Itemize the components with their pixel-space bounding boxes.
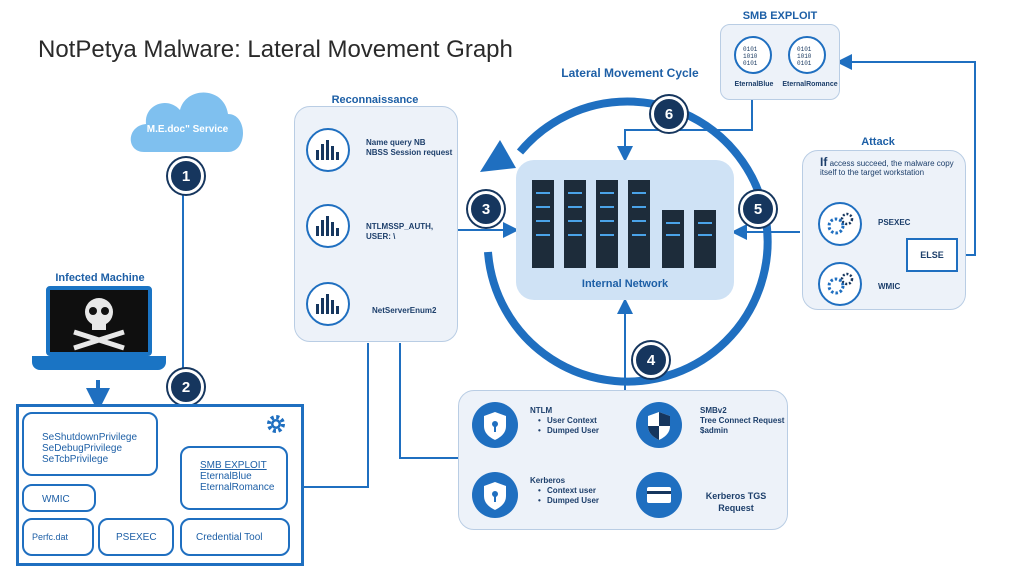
eternalblue-label: EternalBlue <box>734 81 774 88</box>
laptop-base <box>32 356 166 370</box>
recon-item-1: Name query NB NBSS Session request <box>366 138 456 158</box>
privilege-shutdown: SeShutdownPrivilege <box>42 432 138 443</box>
psexec-box-infected: PSEXEC <box>98 518 174 556</box>
attack-if-word: If <box>820 155 828 169</box>
smbv2-shield-icon <box>636 402 682 448</box>
infected-to-recon-line <box>304 343 369 488</box>
step-4-badge: 4 <box>633 342 669 378</box>
ticket-card-icon <box>636 472 682 518</box>
smbv2-line-2: $admin <box>700 426 729 435</box>
kerberos-lock-icon <box>472 472 518 518</box>
cycle-label: Lateral Movement Cycle <box>561 66 699 80</box>
svg-text:1010: 1010 <box>797 53 812 60</box>
ntlm-item-2: Dumped User <box>547 426 600 435</box>
wmic-box: WMIC <box>22 484 96 512</box>
skull-icon <box>73 298 125 351</box>
smb-exploit-title-infected: SMB EXPLOIT <box>200 460 267 471</box>
recon-item-3: NetServerEnum2 <box>372 306 437 315</box>
kerberos-item-2: Dumped User <box>547 496 600 505</box>
recon-signal-icon-3 <box>306 282 350 326</box>
attack-description: access succeed, the malware copy itself … <box>820 159 954 177</box>
eternalromance-label: EternalRomance <box>782 81 838 88</box>
wmic-gears-icon <box>818 262 862 306</box>
server-rack-icon <box>532 180 716 268</box>
recon-item-1-line1: Name query NB <box>366 138 426 147</box>
kerberos-item-1: Context user <box>547 486 596 495</box>
smb-exploit-title: SMB EXPLOIT <box>742 10 818 22</box>
recon-title: Reconnaissance <box>331 94 419 106</box>
svg-text:0101: 0101 <box>797 60 812 66</box>
privilege-debug: SeDebugPrivilege <box>42 443 123 454</box>
recon-signal-icon-2 <box>306 204 350 248</box>
recon-to-credentials-line <box>399 343 458 459</box>
step-5-badge: 5 <box>740 191 776 227</box>
eternalromance-infected: EternalRomance <box>200 482 275 493</box>
recon-item-2: NTLMSSP_AUTH, USER: \ <box>366 222 434 241</box>
internal-network-label: Internal Network <box>581 278 669 290</box>
attack-description-block: If access succeed, the malware copy itse… <box>820 155 960 177</box>
laptop-screen <box>46 286 152 356</box>
ntlm-block: NTLM • User Context • Dumped User <box>530 406 600 435</box>
psexec-gears-icon <box>818 202 862 246</box>
smbv2-title: SMBv2 <box>700 406 727 415</box>
privilege-tcb: SeTcbPrivilege <box>42 454 109 465</box>
attack-wmic: WMIC <box>878 282 901 291</box>
svg-text:0101: 0101 <box>797 46 812 53</box>
step-6-badge: 6 <box>651 96 687 132</box>
credential-tool-box: Credential Tool <box>180 518 290 556</box>
kerberos-block: Kerberos • Context user • Dumped User <box>530 476 600 505</box>
gear-icon <box>267 415 285 433</box>
ntlm-lock-icon <box>472 402 518 448</box>
else-box: ELSE <box>906 238 958 272</box>
ntlm-title: NTLM <box>530 406 553 415</box>
step-2-badge: 2 <box>168 369 204 405</box>
ntlm-item-1: User Context <box>547 416 597 425</box>
smbv2-line-1: Tree Connect Request <box>700 416 785 425</box>
svg-text:0101: 0101 <box>743 46 758 53</box>
lateral-movement-cycle-arc <box>484 97 772 386</box>
cycle-arrowhead <box>480 140 516 172</box>
recon-item-1-line2: NBSS Session request <box>366 148 453 157</box>
step-3-badge: 3 <box>468 191 504 227</box>
attack-title: Attack <box>861 136 895 148</box>
kerberos-tgs-line-1: Kerberos TGS <box>705 491 767 501</box>
privileges-box: SeShutdownPrivilege SeDebugPrivilege SeT… <box>22 412 158 476</box>
recon-signal-icon-1 <box>306 128 350 172</box>
svg-text:1010: 1010 <box>743 53 758 60</box>
smbv2-block: SMBv2 Tree Connect Request $admin <box>700 406 784 436</box>
svg-text:0101: 0101 <box>743 60 758 66</box>
kerberos-title: Kerberos <box>530 476 566 485</box>
kerberos-tgs-line-2: Request <box>718 503 754 513</box>
service-label: M.E.doc" Service <box>146 124 229 135</box>
kerberos-tgs-block: Kerberos TGS Request <box>696 490 776 514</box>
attack-psexec: PSEXEC <box>878 218 911 227</box>
step-1-badge: 1 <box>168 158 204 194</box>
page-title: NotPetya Malware: Lateral Movement Graph <box>38 36 513 63</box>
eternalblue-infected: EternalBlue <box>200 471 252 482</box>
else-to-smb-line <box>836 54 976 256</box>
cloud-icon <box>130 92 243 152</box>
perfc-box: Perfc.dat <box>22 518 94 556</box>
infected-machine-title: Infected Machine <box>55 272 145 284</box>
smb-to-network-arrow <box>617 100 753 162</box>
smb-exploit-box-infected: SMB EXPLOIT EternalBlue EternalRomance <box>180 446 288 510</box>
